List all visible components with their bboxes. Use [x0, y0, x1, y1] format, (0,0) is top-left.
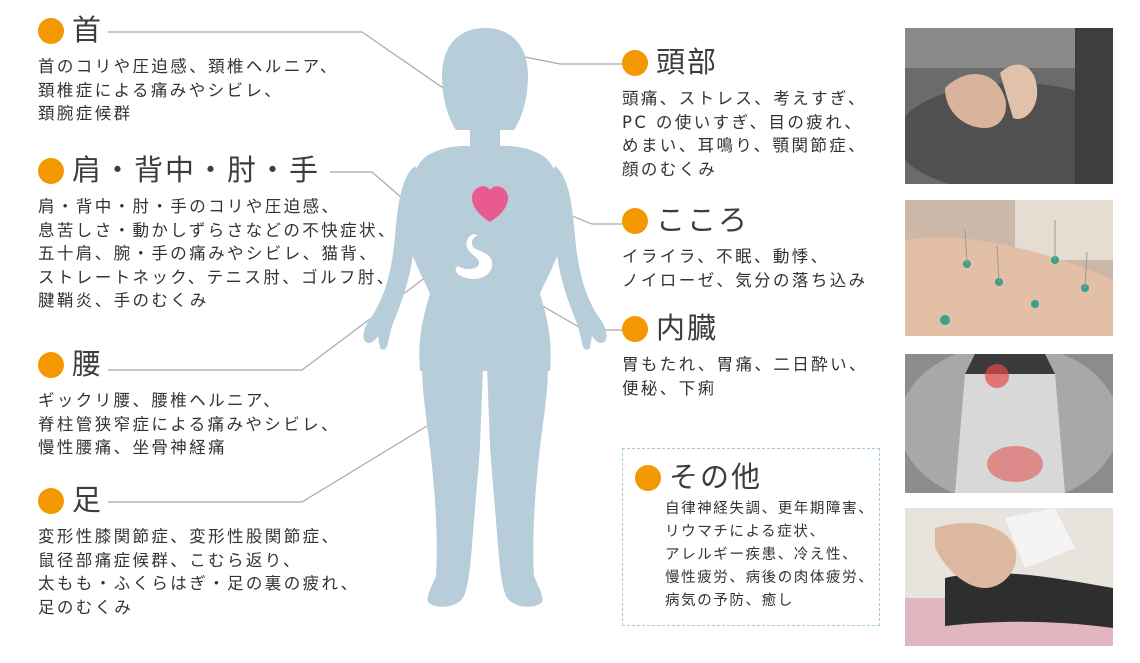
description-line: 頭痛、ストレス、考えすぎ、 [622, 89, 867, 108]
orange-bullet-icon [635, 464, 661, 491]
description-line: ストレートネック、テニス肘、ゴルフ肘、 [38, 267, 396, 287]
section-head: 頭部 頭痛、ストレス、考えすぎ、 PC の使いすぎ、目の疲れ、 めまい、耳鳴り、… [622, 48, 867, 181]
description-line: 慢性疲労、病後の肉体疲労、 [665, 570, 875, 586]
description-line: 首のコリや圧迫感、頚椎ヘルニア、 [38, 57, 339, 76]
body-silhouette [363, 28, 607, 607]
section-description: 首のコリや圧迫感、頚椎ヘルニア、 頚椎症による痛みやシビレ、 頚腕症候群 [38, 55, 339, 126]
description-line: 顔のむくみ [622, 159, 718, 179]
section-title: 肩・背中・肘・手 [72, 153, 321, 187]
description-line: リウマチによる症状、 [665, 524, 826, 540]
description-line: 胃もたれ、胃痛、二日酔い、 [622, 355, 868, 374]
section-waist: 腰 ギックリ腰、腰椎ヘルニア、 脊柱管狭窄症による痛みやシビレ、 慢性腰痛、坐骨… [38, 350, 340, 460]
description-line: 脊柱管狭窄症による痛みやシビレ、 [38, 414, 340, 434]
orange-bullet-icon [622, 49, 648, 76]
section-title: 足 [72, 483, 104, 517]
section-shoulder: 肩・背中・肘・手 肩・背中・肘・手のコリや圧迫感、 息苦しさ・動かしずらさなどの… [38, 156, 397, 313]
description-line: 太もも・ふくらはぎ・足の裏の疲れ、 [38, 574, 360, 593]
section-title: 頭部 [656, 45, 719, 79]
description-line: ノイローゼ、気分の落ち込み [622, 270, 868, 290]
description-line: 変形性膝関節症、変形性股関節症、 [38, 527, 341, 546]
description-line: 腱鞘炎、手のむくみ [38, 291, 209, 310]
description-line: アレルギー疾患、冷え性、 [665, 547, 859, 563]
description-line: イライラ、不眠、動悸、 [622, 247, 830, 266]
description-line: PC の使いすぎ、目の疲れ、 [622, 112, 864, 132]
description-line: ギックリ腰、腰椎ヘルニア、 [38, 391, 283, 410]
description-line: 病気の予防、癒し [665, 593, 794, 609]
orange-bullet-icon [38, 157, 64, 184]
section-description: 頭痛、ストレス、考えすぎ、 PC の使いすぎ、目の疲れ、 めまい、耳鳴り、顎関節… [622, 87, 867, 181]
leg-massage-photo [905, 508, 1113, 646]
heart-icon [472, 186, 508, 222]
description-line: 鼠径部痛症候群、こむら返り、 [38, 550, 302, 570]
stomach-icon [455, 234, 493, 280]
description-line: 頚腕症候群 [38, 104, 133, 123]
section-leg: 足 変形性膝関節症、変形性股関節症、 鼠径部痛症候群、こむら返り、 太もも・ふく… [38, 486, 359, 619]
massage-back-photo [905, 28, 1113, 184]
orange-bullet-icon [622, 315, 648, 342]
orange-bullet-icon [38, 487, 64, 514]
section-description: 変形性膝関節症、変形性股関節症、 鼠径部痛症候群、こむら返り、 太もも・ふくらは… [38, 525, 359, 619]
section-title: その他 [669, 460, 763, 494]
description-line: 肩・背中・肘・手のコリや圧迫感、 [38, 197, 341, 216]
section-description: 自律神経失調、更年期障害、 リウマチによる症状、 アレルギー疾患、冷え性、 慢性… [635, 498, 875, 613]
section-description: イライラ、不眠、動悸、 ノイローゼ、気分の落ち込み [622, 245, 868, 292]
description-line: 頚椎症による痛みやシビレ、 [38, 80, 284, 100]
section-mind: こころ イライラ、不眠、動悸、 ノイローゼ、気分の落ち込み [622, 206, 868, 292]
section-description: ギックリ腰、腰椎ヘルニア、 脊柱管狭窄症による痛みやシビレ、 慢性腰痛、坐骨神経… [38, 389, 340, 460]
section-organ: 内臓 胃もたれ、胃痛、二日酔い、 便秘、下痢 [622, 314, 868, 400]
section-description: 胃もたれ、胃痛、二日酔い、 便秘、下痢 [622, 353, 868, 400]
description-line: 五十肩、腕・手の痛みやシビレ、猫背、 [38, 244, 379, 263]
description-line: 足のむくみ [38, 597, 134, 617]
back-pain-photo [905, 354, 1113, 493]
section-title: 腰 [72, 347, 104, 381]
description-line: 便秘、下痢 [622, 378, 717, 398]
description-line: めまい、耳鳴り、顎関節症、 [622, 136, 868, 155]
section-title: 首 [72, 13, 104, 47]
section-title: 内臓 [656, 311, 719, 345]
section-description: 肩・背中・肘・手のコリや圧迫感、 息苦しさ・動かしずらさなどの不快症状、 五十肩… [38, 195, 397, 313]
orange-bullet-icon [622, 207, 648, 234]
section-other: その他 自律神経失調、更年期障害、 リウマチによる症状、 アレルギー疾患、冷え性… [622, 448, 880, 626]
section-title: こころ [656, 203, 750, 237]
description-line: 自律神経失調、更年期障害、 [665, 501, 875, 517]
description-line: 息苦しさ・動かしずらさなどの不快症状、 [38, 220, 397, 240]
acupuncture-photo [905, 200, 1113, 336]
orange-bullet-icon [38, 17, 64, 44]
section-neck: 首 首のコリや圧迫感、頚椎ヘルニア、 頚椎症による痛みやシビレ、 頚腕症候群 [38, 16, 339, 126]
description-line: 慢性腰痛、坐骨神経痛 [38, 438, 227, 457]
orange-bullet-icon [38, 351, 64, 378]
